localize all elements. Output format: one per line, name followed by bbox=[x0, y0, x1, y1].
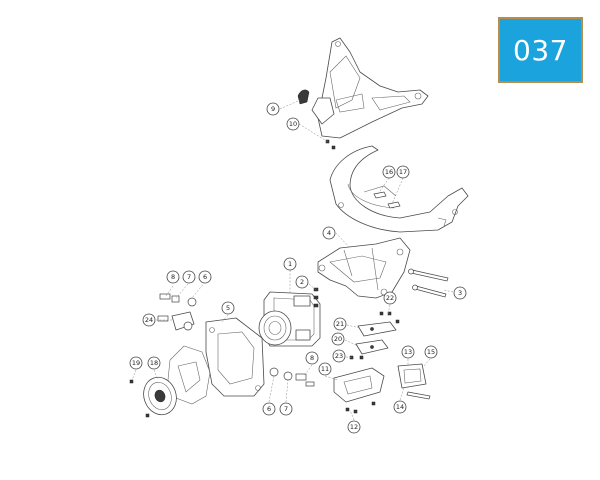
callout-7-top: 7 bbox=[182, 270, 196, 284]
callout-5: 5 bbox=[221, 301, 235, 315]
callout-8-top: 8 bbox=[166, 270, 180, 284]
callout-label: 8 bbox=[310, 354, 314, 362]
callout-20: 20 bbox=[331, 332, 345, 346]
callout-label: 2 bbox=[300, 278, 304, 286]
callout-14: 14 bbox=[393, 400, 407, 414]
callout-17: 17 bbox=[396, 165, 410, 179]
long-bolts bbox=[408, 268, 449, 298]
adjuster-parts-left bbox=[157, 293, 197, 331]
middle-fairing-frame bbox=[329, 145, 469, 233]
page-number-badge: 037 bbox=[498, 17, 583, 83]
upper-fairing-bracket bbox=[297, 37, 429, 139]
callout-label: 21 bbox=[336, 320, 344, 328]
headlight-unit bbox=[258, 291, 321, 347]
callout-label: 7 bbox=[284, 405, 288, 413]
callout-label: 19 bbox=[132, 359, 140, 367]
callout-label: 17 bbox=[399, 168, 407, 176]
callout-2: 2 bbox=[295, 275, 309, 289]
callout-1: 1 bbox=[283, 257, 297, 271]
callout-7-bottom: 7 bbox=[279, 402, 293, 416]
callout-label: 15 bbox=[427, 348, 435, 356]
callout-label: 7 bbox=[187, 273, 191, 281]
callout-label: 6 bbox=[267, 405, 271, 413]
callout-13: 13 bbox=[401, 345, 415, 359]
callout-11: 11 bbox=[318, 362, 332, 376]
lamp-lens-ring bbox=[143, 376, 177, 416]
callout-label: 24 bbox=[145, 316, 153, 324]
callout-8-bottom: 8 bbox=[305, 351, 319, 365]
callout-6-top: 6 bbox=[198, 270, 212, 284]
callout-label: 5 bbox=[226, 304, 230, 312]
callout-4: 4 bbox=[322, 226, 336, 240]
callout-24: 24 bbox=[142, 313, 156, 327]
callout-19: 19 bbox=[129, 356, 143, 370]
callout-label: 3 bbox=[458, 289, 462, 297]
callout-label: 1 bbox=[288, 260, 292, 268]
callout-label: 14 bbox=[396, 403, 404, 411]
callout-label: 6 bbox=[203, 273, 207, 281]
callout-label: 13 bbox=[404, 348, 412, 356]
lower-brackets bbox=[333, 363, 431, 414]
callout-18: 18 bbox=[147, 356, 161, 370]
headlight-support-bracket bbox=[317, 237, 411, 299]
callout-label: 22 bbox=[386, 294, 394, 302]
callout-6-bottom: 6 bbox=[262, 402, 276, 416]
headlight-mounting-plate bbox=[205, 317, 265, 397]
callout-label: 4 bbox=[327, 229, 331, 237]
callout-label: 11 bbox=[321, 365, 329, 373]
callout-23: 23 bbox=[332, 349, 346, 363]
callout-label: 10 bbox=[289, 120, 297, 128]
callout-3: 3 bbox=[453, 286, 467, 300]
callout-label: 8 bbox=[171, 273, 175, 281]
callout-15: 15 bbox=[424, 345, 438, 359]
callout-16: 16 bbox=[382, 165, 396, 179]
leader-lines bbox=[131, 99, 454, 421]
callout-label: 16 bbox=[385, 168, 393, 176]
callout-22: 22 bbox=[383, 291, 397, 305]
page-number: 037 bbox=[513, 33, 568, 67]
callout-label: 18 bbox=[150, 359, 158, 367]
callout-label: 23 bbox=[335, 352, 343, 360]
callout-10: 10 bbox=[286, 117, 300, 131]
callout-21: 21 bbox=[333, 317, 347, 331]
callout-label: 20 bbox=[334, 335, 342, 343]
callout-9: 9 bbox=[266, 102, 280, 116]
callout-label: 12 bbox=[350, 423, 358, 431]
adjuster-parts-bottom bbox=[269, 367, 315, 387]
callout-12: 12 bbox=[347, 420, 361, 434]
headlight-screws bbox=[313, 287, 319, 308]
bracket-assembly-right bbox=[349, 311, 400, 360]
callout-label: 9 bbox=[271, 105, 275, 113]
